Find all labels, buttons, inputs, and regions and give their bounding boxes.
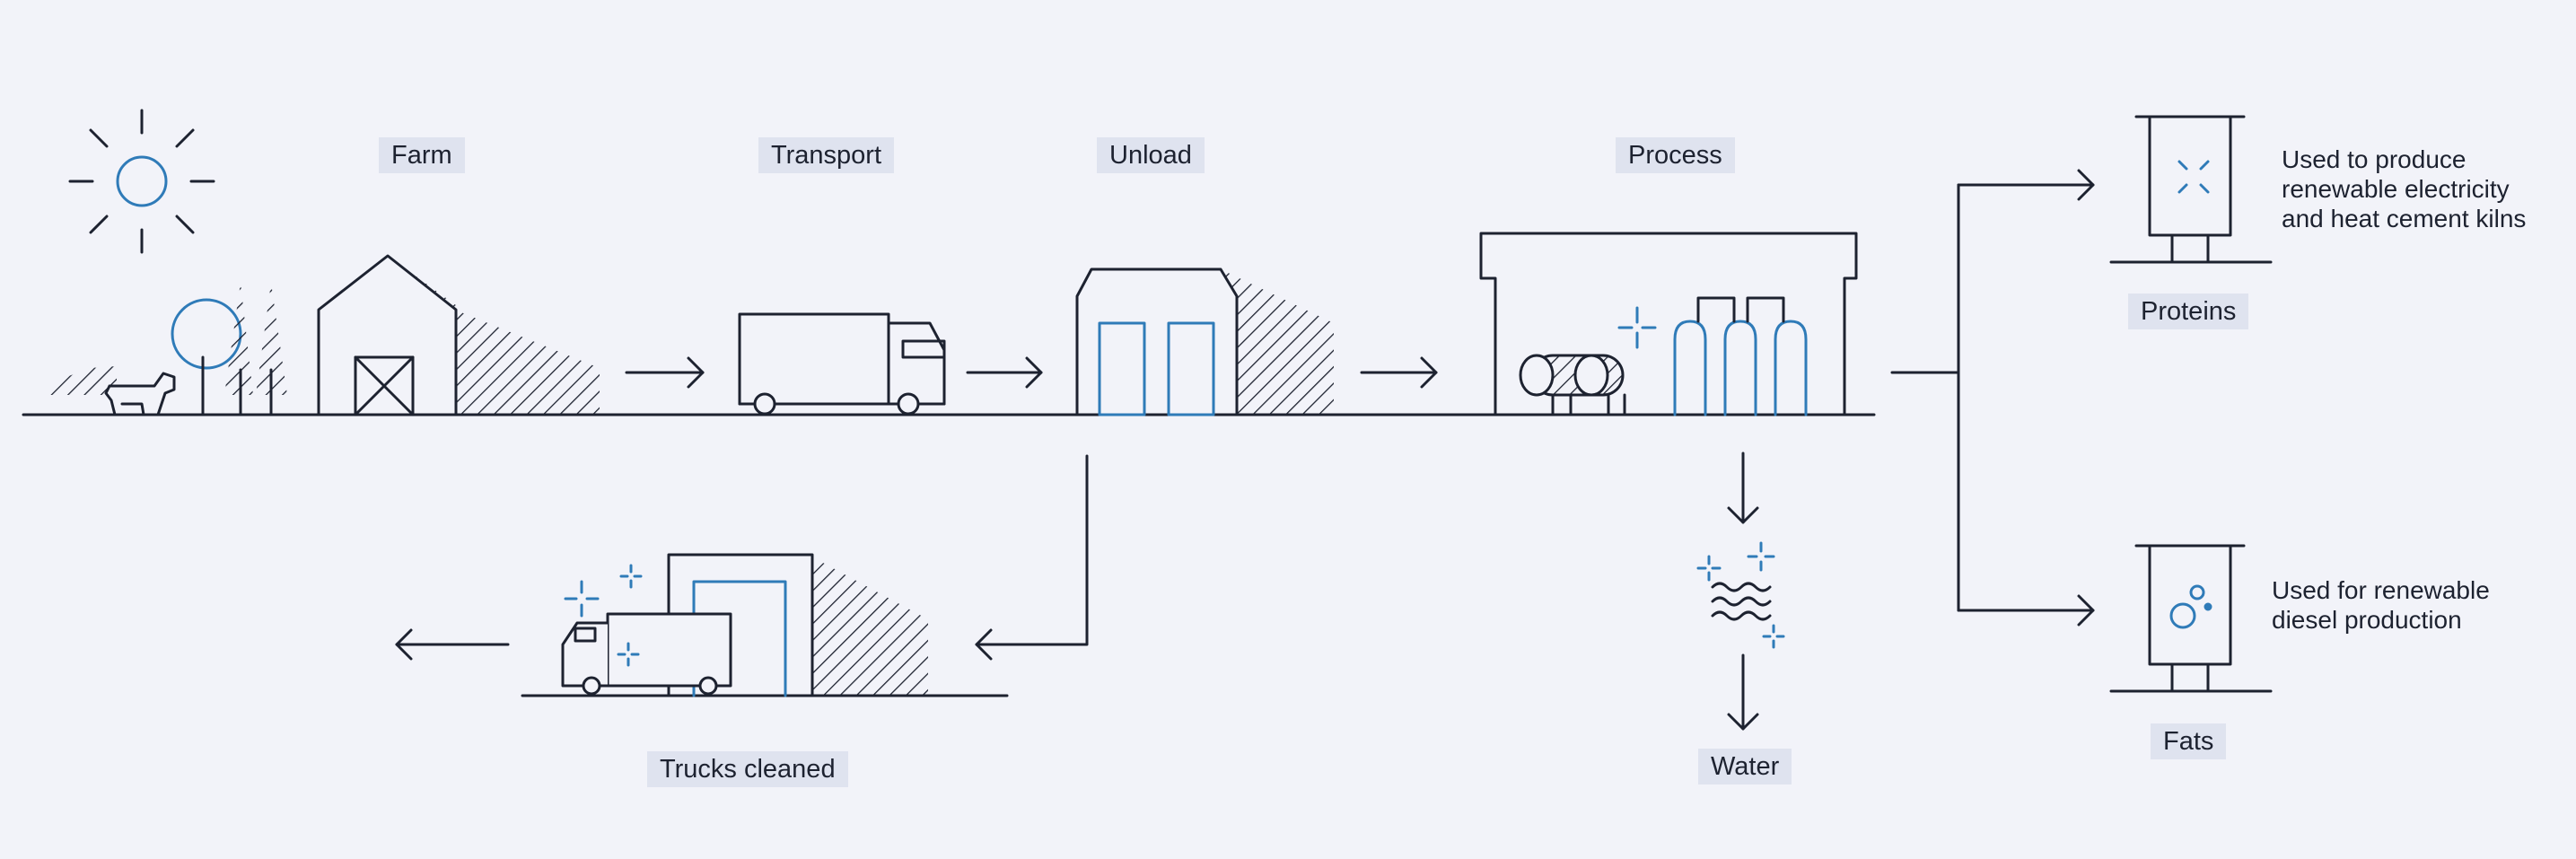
- fats-note-line: Used for renewable: [2272, 576, 2490, 604]
- stage-label-unload: Unload: [1097, 137, 1205, 173]
- arrow-icon: [1360, 356, 1438, 389]
- water-icon: [1696, 541, 1785, 649]
- warehouse-icon: [1075, 267, 1334, 416]
- sparkle-icon: [1617, 306, 1657, 349]
- grass-icon: [45, 366, 117, 395]
- branch-connector: [1890, 169, 2095, 627]
- container-icon: [2109, 115, 2273, 264]
- arrow-icon: [1727, 653, 1759, 731]
- barn-icon: [317, 254, 600, 416]
- tree-icon: [171, 283, 287, 416]
- arrow-icon: [625, 356, 705, 389]
- arrow-icon: [966, 356, 1043, 389]
- arrow-icon: [1727, 451, 1759, 524]
- stage-label-water: Water: [1698, 749, 1792, 784]
- fats-note: Used for renewable diesel production: [2272, 575, 2490, 635]
- stage-label-transport: Transport: [758, 137, 895, 173]
- stage-label-process: Process: [1616, 137, 1735, 173]
- container-icon: [2109, 544, 2273, 693]
- sparkle-icon: [564, 564, 643, 667]
- truck-icon: [738, 312, 946, 416]
- stage-label-proteins: Proteins: [2128, 294, 2249, 329]
- arrow-icon: [395, 628, 510, 661]
- tank-icon: [1519, 354, 1626, 416]
- factory-icon: [1479, 232, 1858, 416]
- truck-icon: [561, 612, 732, 696]
- return-arrow: [975, 454, 1089, 661]
- fats-note-line: diesel production: [2272, 606, 2462, 634]
- proteins-note-line: and heat cement kilns: [2282, 205, 2527, 232]
- proteins-note-line: Used to produce: [2282, 145, 2466, 173]
- stage-label-fats: Fats: [2151, 723, 2227, 759]
- sun-icon: [68, 109, 215, 254]
- stage-label-trucks-cleaned: Trucks cleaned: [647, 751, 848, 787]
- proteins-note: Used to produce renewable electricity an…: [2282, 145, 2526, 233]
- stage-label-farm: Farm: [379, 137, 465, 173]
- proteins-note-line: renewable electricity: [2282, 175, 2510, 203]
- silo-icon: [1673, 296, 1808, 416]
- cow-icon: [104, 372, 176, 416]
